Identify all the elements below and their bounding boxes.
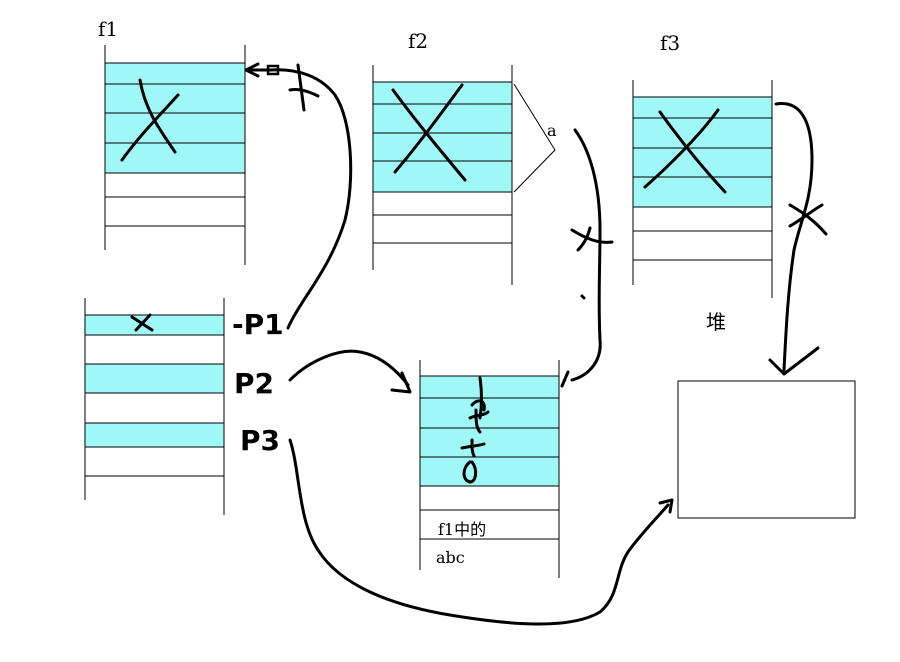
heap-label: 堆	[706, 310, 726, 334]
copy-label-line1: f1中的	[438, 520, 486, 539]
copy-label-line2: abc	[436, 548, 465, 567]
frame-label-f2: f2	[408, 29, 428, 53]
frame-label-f1: f1	[98, 17, 118, 41]
small-cross-mark	[130, 313, 154, 332]
frame-label-f3: f3	[660, 31, 680, 55]
pointer-label-p1: -P1	[232, 308, 284, 341]
arrow-p2-to-copy	[288, 349, 412, 394]
pointer-label-p2: P2	[234, 367, 274, 400]
arrow-a-to-copy	[560, 128, 614, 388]
bracket-a	[513, 83, 556, 193]
cross-mark	[138, 78, 177, 154]
pointer-label-p3: P3	[240, 424, 280, 457]
frame-f2	[372, 65, 556, 285]
label-a: a	[547, 121, 557, 140]
cross-mark	[391, 88, 467, 182]
frame-f3	[632, 80, 773, 298]
heap-box	[677, 380, 856, 519]
arrow-p1-to-f1	[244, 62, 353, 330]
pointer-stack	[84, 298, 225, 515]
copy-block	[419, 360, 560, 578]
arrow-p3-to-heap	[288, 438, 674, 626]
cross-mark	[658, 110, 727, 194]
arrow-f3-to-heap	[768, 102, 828, 376]
frame-f1	[104, 45, 246, 265]
